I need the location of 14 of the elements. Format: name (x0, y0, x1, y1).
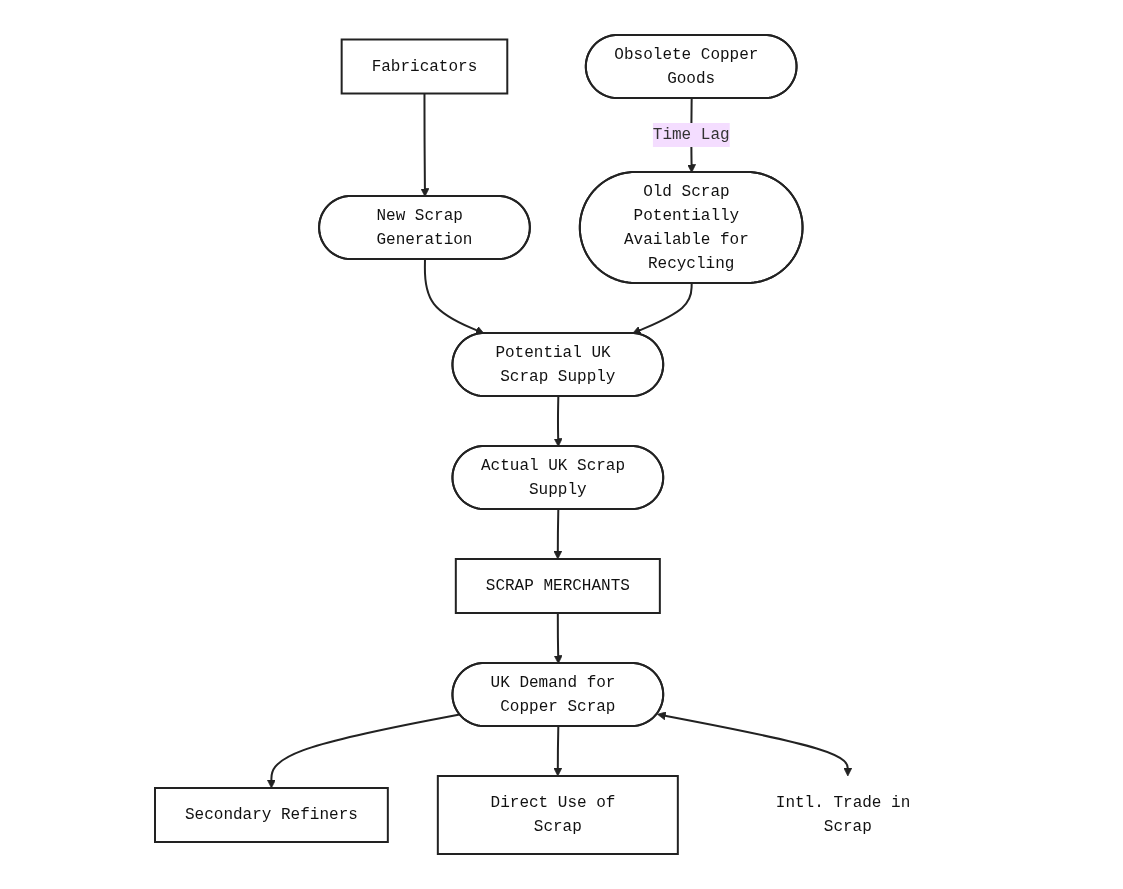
arrow (553, 508, 563, 560)
arrow (423, 258, 485, 335)
arrow (632, 282, 693, 335)
arrow (553, 612, 563, 664)
arrow (420, 92, 430, 197)
node-box: SCRAP MERCHANTS (454, 558, 661, 614)
node-box: Direct Use of Scrap (436, 775, 679, 855)
arrow (553, 725, 563, 777)
arrow (657, 711, 853, 777)
edge-label: Time Lag (652, 126, 730, 144)
node-box: Secondary Refiners (154, 787, 389, 843)
node-box: Fabricators (340, 38, 509, 95)
arrow (553, 395, 563, 447)
node-text: Intl. Trade in Scrap (775, 794, 911, 836)
